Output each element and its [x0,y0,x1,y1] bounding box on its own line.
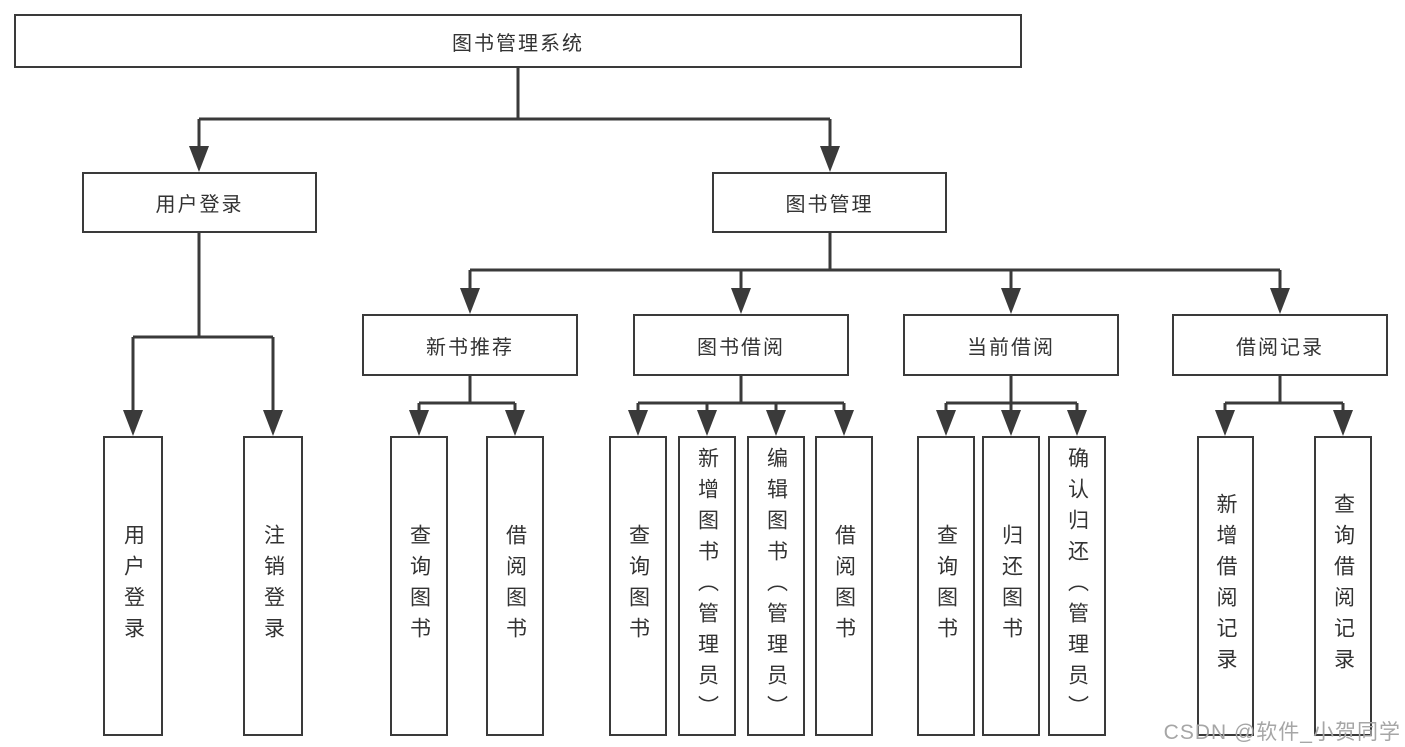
leaf-current-confirm-return-admin: 确认归还（管理员） [1048,436,1106,736]
leaf-borrow-borrow-books: 借阅图书 [815,436,873,736]
node-label: 查询借阅记录 [1331,493,1355,679]
node-label: 借阅图书 [832,524,856,648]
leaf-borrow-query-books: 查询图书 [609,436,667,736]
connector-new-rec-branch [417,376,517,412]
node-label: 查询图书 [626,524,650,648]
node-label: 用户登录 [155,194,244,216]
arrowhead [628,410,648,436]
node-label: 借阅记录 [1236,336,1324,359]
csdn-watermark: CSDN @软件_小贺同学 [1163,721,1401,744]
node-label: 查询图书 [407,524,431,648]
connector-current-borrow-branch [944,376,1079,412]
leaf-borrow-add-books-admin: 新增图书（管理员） [678,436,736,736]
arrowhead [1001,410,1021,436]
leaf-user-login: 用户登录 [103,436,163,736]
arrowhead [1215,410,1235,436]
connector-root-branch [197,68,832,148]
node-borrow-record: 借阅记录 [1172,314,1388,376]
node-label: 注销登录 [261,524,285,648]
leaf-logout: 注销登录 [243,436,303,736]
node-label: 确认归还（管理员） [1065,446,1089,726]
node-label: 归还图书 [999,524,1023,648]
node-label: 编辑图书（管理员） [764,446,788,726]
node-label: 借阅图书 [503,524,527,648]
connector-user-login-branch [131,233,275,412]
node-label: 图书管理系统 [452,32,584,55]
node-label: 新增图书（管理员） [695,446,719,726]
arrowhead [697,410,717,436]
node-label: 查询图书 [934,524,958,648]
leaf-current-return-books: 归还图书 [982,436,1040,736]
arrowhead [766,410,786,436]
node-label: 图书借阅 [697,336,785,359]
arrowhead [936,410,956,436]
arrowhead [834,410,854,436]
node-new-book-recommend: 新书推荐 [362,314,578,376]
node-book-borrow: 图书借阅 [633,314,849,376]
leaf-record-add-borrow-record: 新增借阅记录 [1197,436,1254,736]
arrowhead [505,410,525,436]
arrowhead [1333,410,1353,436]
node-label: 用户登录 [121,524,145,648]
arrowhead [1001,288,1021,314]
leaf-borrow-edit-books-admin: 编辑图书（管理员） [747,436,805,736]
node-user-login: 用户登录 [82,172,317,233]
leaf-record-query-borrow-record: 查询借阅记录 [1314,436,1372,736]
node-label: 新增借阅记录 [1214,493,1237,679]
arrowhead [1270,288,1290,314]
leaf-newrec-query-books: 查询图书 [390,436,448,736]
arrowhead [409,410,429,436]
arrowhead [189,146,209,172]
arrowhead [1067,410,1087,436]
arrowhead [123,410,143,436]
node-label: 当前借阅 [967,336,1055,359]
node-label: 新书推荐 [426,336,514,359]
leaf-newrec-borrow-books: 借阅图书 [486,436,544,736]
arrowhead [820,146,840,172]
node-label: 图书管理 [785,194,874,216]
connector-book-borrow-branch [636,376,846,412]
connector-book-mgmt-branch [468,233,1282,290]
arrowhead [263,410,283,436]
connector-borrow-record-branch [1223,376,1345,412]
arrowhead [731,288,751,314]
arrowhead [460,288,480,314]
node-root-system: 图书管理系统 [14,14,1022,68]
node-current-borrow: 当前借阅 [903,314,1119,376]
node-book-management: 图书管理 [712,172,947,233]
leaf-current-query-books: 查询图书 [917,436,975,736]
